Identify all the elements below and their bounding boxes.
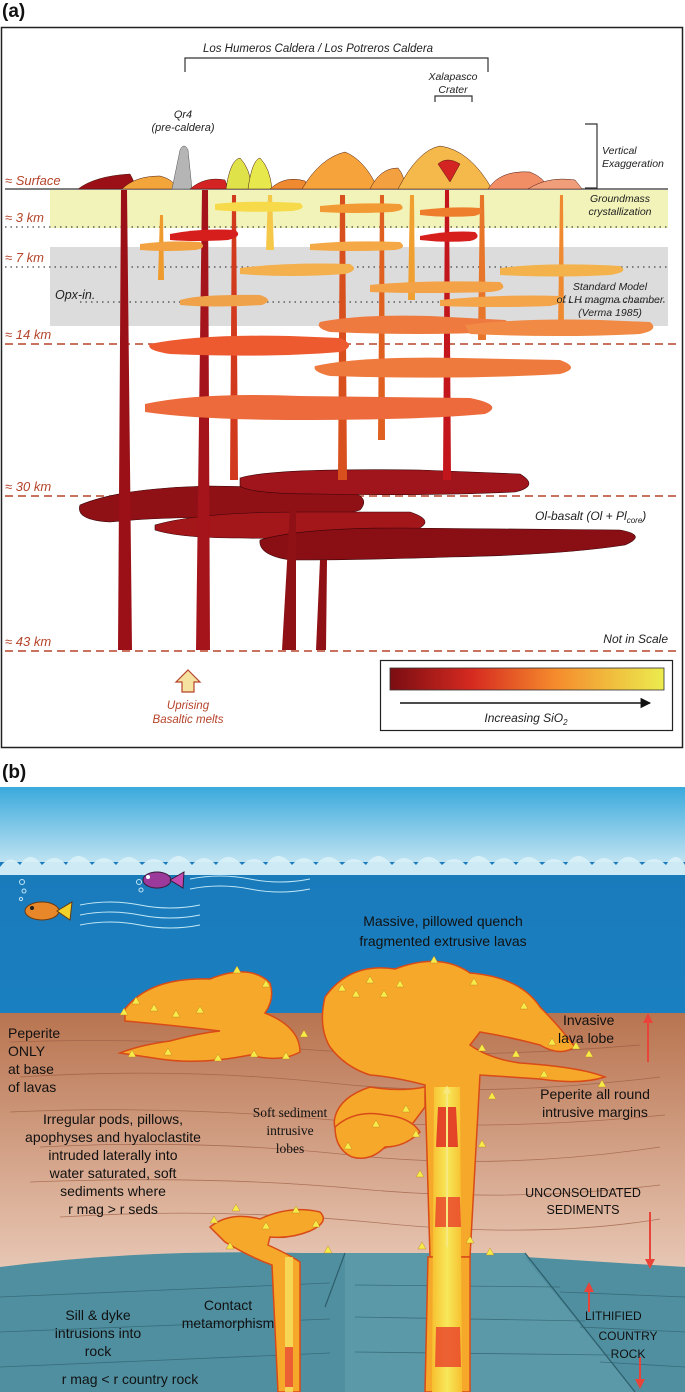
xalapasco-label-1: Xalapasco xyxy=(427,71,477,83)
depth-14km: ≈ 14 km xyxy=(5,327,51,342)
massive-label-1: Massive, pillowed quench xyxy=(363,913,523,929)
depth-30km: ≈ 30 km xyxy=(5,479,51,494)
soft-lobe-label-2: intrusive xyxy=(266,1123,313,1138)
panel-b-diagram: Massive, pillowed quench fragmented extr… xyxy=(0,787,685,1392)
invasive-label-2: lava lobe xyxy=(558,1030,614,1046)
qr4-label-1: Qr4 xyxy=(174,109,192,121)
contact-label-2: metamorphism xyxy=(182,1315,275,1331)
depth-7km: ≈ 7 km xyxy=(5,250,44,265)
irregular-line-3: intruded laterally into xyxy=(48,1147,177,1163)
unconsolidated-label-1: UNCONSOLIDATED xyxy=(525,1186,641,1200)
lithified-label: LITHIFIED xyxy=(585,1309,642,1323)
panel-a-diagram: Los Humeros Caldera / Los Potreros Calde… xyxy=(0,0,685,750)
peperite-label-2: ONLY xyxy=(8,1043,46,1059)
uprising-label-1: Uprising xyxy=(167,700,210,712)
depth-43km: ≈ 43 km xyxy=(5,634,51,649)
irregular-line-2: apophyses and hyaloclastite xyxy=(25,1129,201,1145)
sill-label-3: rock xyxy=(85,1343,112,1359)
sio2-legend-label: Increasing SiO2 xyxy=(484,711,568,727)
peperite-round-1: Peperite all round xyxy=(540,1086,650,1102)
peperite-label-1: Peperite xyxy=(8,1025,60,1041)
contact-label-1: Contact xyxy=(204,1297,252,1313)
not-in-scale-label: Not in Scale xyxy=(603,632,668,646)
standard-model-2: of LH magma chamber xyxy=(557,294,664,306)
peperite-label-4: of lavas xyxy=(8,1079,56,1095)
panel-b-label: (b) xyxy=(2,762,26,784)
standard-model-3: (Verma 1985) xyxy=(578,307,642,319)
sio2-legend: Increasing SiO2 xyxy=(381,661,673,731)
groundmass-label-2: crystallization xyxy=(588,206,651,218)
sio2-gradient-bar xyxy=(390,668,664,690)
opx-in-label: Opx-in. xyxy=(55,288,95,302)
xalapasco-label-2: Crater xyxy=(438,84,468,96)
vertical-exaggeration-2: Exaggeration xyxy=(602,158,664,170)
peperite-round-2: intrusive margins xyxy=(542,1104,648,1120)
irregular-line-4: water saturated, soft xyxy=(49,1165,177,1181)
unconsolidated-label-2: SEDIMENTS xyxy=(547,1203,620,1217)
massive-label-2: fragmented extrusive lavas xyxy=(359,933,526,949)
irregular-line-6: r mag > r seds xyxy=(68,1201,158,1217)
depth-3km: ≈ 3 km xyxy=(5,210,44,225)
irregular-line-1: Irregular pods, pillows, xyxy=(43,1111,183,1127)
sky xyxy=(0,787,685,862)
irregular-line-5: sediments where xyxy=(60,1183,166,1199)
depth-surface: ≈ Surface xyxy=(5,173,61,188)
standard-model-1: Standard Model xyxy=(573,281,648,293)
soft-lobe-label-3: lobes xyxy=(276,1141,305,1156)
uprising-label-2: Basaltic melts xyxy=(153,714,224,726)
vertical-exaggeration-1: Vertical xyxy=(602,145,637,157)
peperite-label-3: at base xyxy=(8,1061,54,1077)
country-label-2: ROCK xyxy=(611,1347,646,1361)
groundmass-label-1: Groundmass xyxy=(590,193,651,205)
sill-label-2: intrusions into xyxy=(55,1325,142,1341)
country-label-1: COUNTRY xyxy=(598,1329,657,1343)
invasive-label-1: Invasive xyxy=(563,1012,615,1028)
rmag-country-label: r mag < r country rock xyxy=(62,1371,200,1387)
caldera-title: Los Humeros Caldera / Los Potreros Calde… xyxy=(203,43,433,55)
qr4-label-2: (pre-caldera) xyxy=(152,122,215,134)
soft-lobe-label-1: Soft sediment xyxy=(253,1105,328,1120)
sill-label-1: Sill & dyke xyxy=(65,1307,131,1323)
